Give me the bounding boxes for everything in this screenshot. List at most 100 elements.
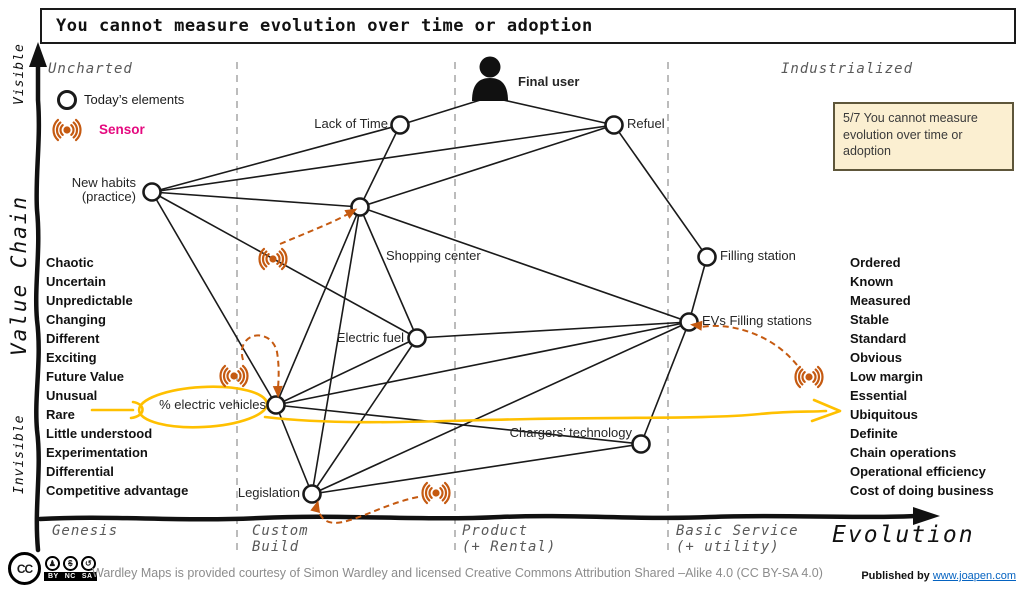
sensor-icon-1-part (265, 253, 270, 265)
right-trait-10: Definite (850, 426, 898, 441)
right-trait-3: Measured (850, 293, 911, 308)
left-trait-6: Exciting (46, 350, 97, 365)
sensor-icon-2-part (230, 372, 238, 380)
sensor-arrowhead-1 (344, 208, 358, 219)
sensor-icon-2-part (241, 364, 249, 388)
stage-label-product: Product(+ Rental) (462, 523, 557, 555)
left-trait-2: Uncertain (46, 274, 106, 289)
sensor-icon-2-part (226, 370, 231, 382)
sensor-icon-4-part (812, 371, 817, 383)
left-trait-3: Unpredictable (46, 293, 133, 308)
license-text: Wardley Maps is provided courtesy of Sim… (92, 566, 823, 580)
edge-ef-evs (416, 321, 690, 339)
node-ct (631, 434, 651, 454)
edge-sc-pe (275, 206, 361, 406)
left-trait-10: Little understood (46, 426, 153, 441)
left-trait-12: Differential (46, 464, 114, 479)
yellow-arrowhead (810, 398, 842, 423)
node-pe (266, 395, 286, 415)
sensor-icon-2-part (222, 367, 229, 385)
sensor-icon-1-part (269, 255, 277, 263)
edge-lg-evs (311, 321, 690, 495)
node-label-fs: Filling station (720, 248, 796, 263)
node-label-fu: Final user (518, 74, 580, 89)
node-rf (604, 115, 624, 135)
legend-todays-elements-label: Today’s elements (84, 92, 185, 107)
sensor-icon-4 (794, 365, 824, 389)
right-trait-12: Operational efficiency (850, 464, 986, 479)
left-trait-1: Chaotic (46, 255, 94, 270)
legend-sensor-icon-part (74, 118, 82, 142)
sensor-arrow-1 (279, 213, 349, 245)
cc-logo-icon: CC (8, 552, 41, 585)
stage-label-genesis: Genesis (52, 523, 119, 539)
sensor-icon-4-part (805, 373, 813, 381)
sensor-icon-4-part (801, 371, 806, 383)
right-trait-7: Low margin (850, 369, 923, 384)
edge-ct-evs (640, 321, 690, 445)
sensor-icon-1-part (258, 247, 266, 271)
right-trait-8: Essential (850, 388, 908, 403)
left-trait-7: Future Value (46, 369, 125, 384)
edge-nh-pe (151, 191, 277, 406)
sensor-icon-4-part (816, 365, 824, 389)
slide-note-text: 5/7 You cannot measure evolution over ti… (843, 111, 978, 158)
value-chain-axis-arrowhead (29, 42, 47, 67)
evolution-axis (37, 513, 919, 522)
node-lg (302, 484, 322, 504)
sensor-icon-4-part (814, 368, 821, 386)
axis-label-invisible: Invisible (12, 414, 27, 494)
edge-lg-ct (311, 443, 642, 495)
right-trait-11: Chain operations (850, 445, 957, 460)
right-trait-9: Ubiquitous (850, 407, 918, 422)
sensor-arrow-2 (240, 334, 280, 389)
legend-todays-element-icon (57, 90, 77, 110)
node-nh (142, 182, 162, 202)
edge-fs-evs (688, 256, 708, 323)
edge-sc-ef (359, 206, 418, 339)
final-user-icon-head (479, 56, 501, 78)
sensor-arrow-4 (700, 324, 798, 366)
final-user-icon-body (472, 78, 508, 101)
edge-ef-pe (275, 337, 418, 406)
sensor-icon-3-part (424, 484, 431, 502)
node-label-pe: % electric vehicles (159, 397, 266, 412)
published-by: Published by www.joapen.com (861, 570, 1016, 582)
legend-sensor-icon-part (72, 121, 79, 139)
right-trait-4: Stable (850, 312, 890, 327)
node-label-sc: Shopping center (386, 248, 481, 263)
sensor-icon-4-part (797, 368, 804, 386)
sensor-icon-3-part (428, 487, 433, 499)
legend-sensor-icon-part (59, 124, 64, 136)
edge-fu-rf (489, 96, 615, 126)
node-label-ef: Electric fuel (336, 330, 404, 345)
node-label-rf: Refuel (627, 116, 665, 131)
left-trait-8: Unusual (46, 388, 98, 403)
edge-nh-lt (151, 124, 401, 193)
sensor-icon-4-part (794, 365, 802, 389)
node-label-ct: Chargers’ technology (509, 425, 632, 440)
edge-fu-lt (399, 96, 491, 126)
edge-sc-rf (359, 124, 615, 208)
right-trait-5: Standard (850, 331, 907, 346)
region-label-industrialized: Industrialized (781, 61, 914, 77)
sensor-arrowhead-4 (690, 320, 703, 331)
sensor-icon-2-part (237, 370, 242, 382)
joapen-link[interactable]: www.joapen.com (932, 570, 1016, 582)
left-trait-5: Different (46, 331, 100, 346)
axis-label-evolution: Evolution (832, 522, 975, 548)
sensor-icon-1-part (261, 250, 268, 268)
node-evs (679, 312, 699, 332)
sensor-icon-1-part (280, 247, 288, 271)
sensor-icon-3-part (439, 487, 444, 499)
edge-nh-sc (151, 191, 361, 208)
title-box: You cannot measure evolution over time o… (40, 8, 1016, 44)
sensor-arrowhead-3 (310, 500, 321, 514)
cc-nc-dollar-icon: $ (62, 556, 78, 571)
left-trait-11: Experimentation (46, 445, 148, 460)
legend-sensor-icon-part (52, 118, 60, 142)
sensor-icon-3-part (441, 484, 448, 502)
